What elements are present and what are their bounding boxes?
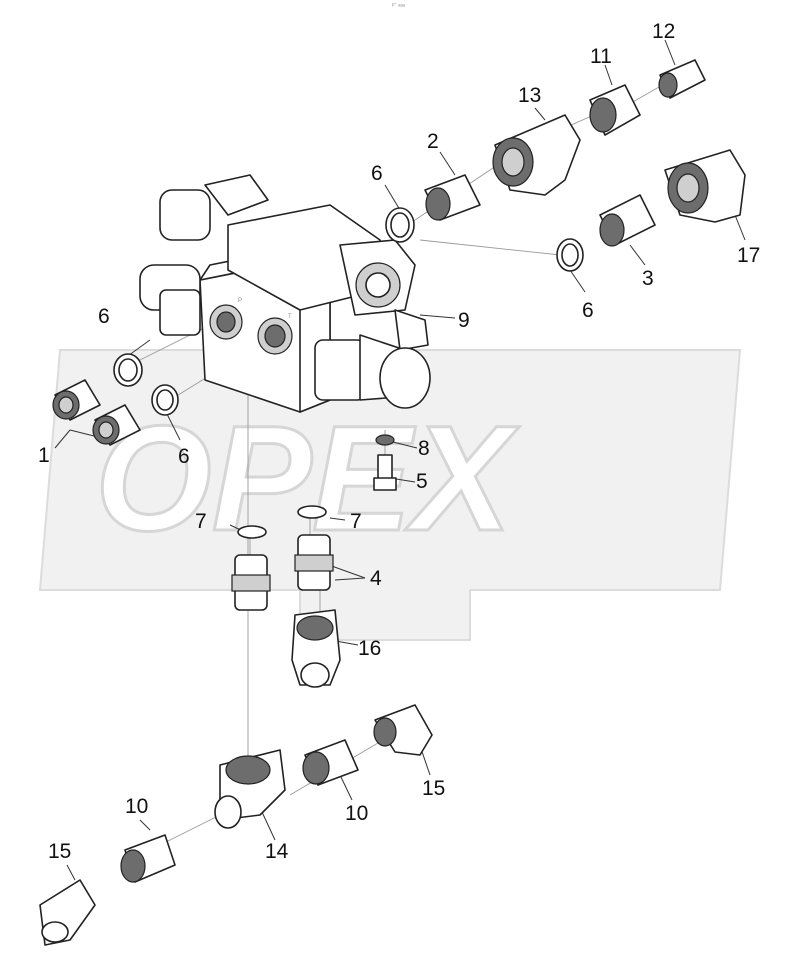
part-16-elbow: [291, 609, 341, 688]
callout-8: 8: [418, 437, 430, 460]
callout-1: 1: [38, 444, 50, 467]
part-17-elbow: [664, 149, 746, 223]
callout-15-left: 15: [48, 840, 71, 863]
part-4-adapters: [231, 534, 334, 611]
callout-10-left: 10: [125, 795, 148, 818]
part-15-elbow-b: [39, 879, 96, 946]
callout-5: 5: [416, 470, 428, 493]
callout-15-right: 15: [422, 777, 445, 800]
callout-3: 3: [642, 267, 654, 290]
callout-9: 9: [458, 309, 470, 332]
part-15-elbow-a: [373, 704, 433, 756]
callout-16: 16: [358, 637, 381, 660]
part-10-nut-a: [302, 739, 359, 786]
callout-7-right: 7: [350, 510, 362, 533]
callout-4: 4: [370, 567, 382, 590]
part-14-tee: [214, 749, 286, 829]
watermark-text: OPEX: [95, 394, 520, 562]
callout-6-left: 6: [98, 305, 110, 328]
part-12-plug: [658, 59, 706, 99]
callout-7-left: 7: [195, 510, 207, 533]
callout-6-lower: 6: [178, 445, 190, 468]
callout-12: 12: [652, 20, 675, 43]
part-11-nut: [589, 84, 641, 136]
header-code: ᴾ‾ ᵃᵃᵃ: [392, 3, 406, 10]
callout-6-right: 6: [582, 299, 594, 322]
callout-13: 13: [518, 84, 541, 107]
part-10-nut-b: [120, 834, 176, 883]
callout-2: 2: [427, 130, 439, 153]
port-label-t: T: [288, 314, 292, 320]
seal-rings: [113, 207, 584, 539]
port-label-p: P: [238, 298, 242, 304]
callout-labels: 12 11 13 2 6 17 3 6 9 6 1 6 8 5 7 7 4 16…: [38, 20, 760, 863]
part-13-tee: [492, 114, 581, 196]
callout-10-right: 10: [345, 802, 368, 825]
part-5-bolt: [373, 454, 397, 491]
callout-6-top: 6: [371, 162, 383, 185]
part-2-adapter: [424, 174, 481, 221]
opex-watermark: OPEX: [38, 349, 742, 641]
part-3-adapter: [599, 194, 656, 247]
valve-block: P T: [139, 174, 431, 413]
callout-11: 11: [590, 45, 612, 68]
callout-17: 17: [737, 244, 760, 267]
part-1-fittings: [52, 379, 141, 446]
callout-14: 14: [265, 840, 289, 863]
